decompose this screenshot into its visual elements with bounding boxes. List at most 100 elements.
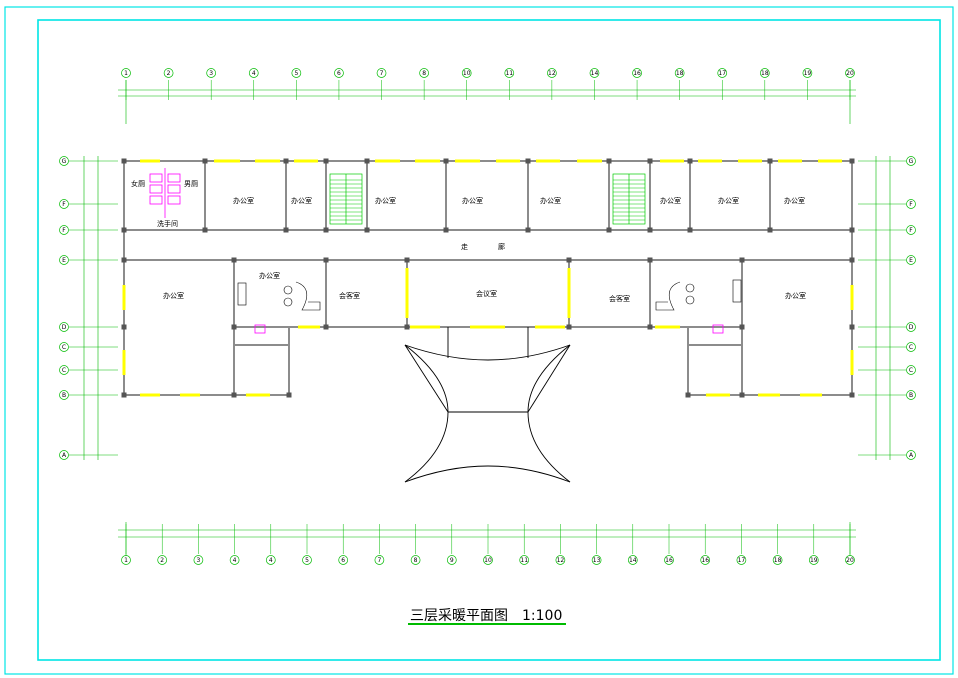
restroom-fixtures bbox=[149, 168, 724, 334]
column bbox=[121, 227, 127, 233]
column bbox=[231, 324, 237, 330]
axis-bubble: 6 bbox=[338, 555, 349, 565]
office-furniture bbox=[237, 279, 742, 311]
svg-text:3: 3 bbox=[196, 557, 200, 564]
room-label-office-10: 办公室 bbox=[259, 271, 280, 280]
svg-text:E: E bbox=[62, 257, 66, 264]
stair-left bbox=[329, 173, 363, 225]
stair-right bbox=[612, 173, 646, 225]
column bbox=[283, 227, 289, 233]
room-label-wash: 洗手间 bbox=[157, 219, 178, 228]
room-label-meeting: 会议室 bbox=[476, 289, 497, 298]
column bbox=[739, 392, 745, 398]
svg-text:G: G bbox=[909, 158, 914, 165]
column bbox=[849, 227, 855, 233]
axis-bubble: 3 bbox=[206, 68, 217, 78]
svg-text:C: C bbox=[62, 367, 66, 374]
axis-bubble: 11 bbox=[504, 68, 515, 78]
room-label-office-11: 办公室 bbox=[785, 291, 806, 300]
column bbox=[606, 227, 612, 233]
room-label-office-5: 办公室 bbox=[540, 196, 561, 205]
axis-bubble: D bbox=[59, 322, 69, 332]
drawing-scale: 1:100 bbox=[522, 608, 562, 624]
column bbox=[525, 227, 531, 233]
column bbox=[364, 158, 370, 164]
axis-bubble: E bbox=[906, 255, 916, 265]
column bbox=[323, 324, 329, 330]
column bbox=[231, 257, 237, 263]
svg-text:17: 17 bbox=[718, 70, 726, 77]
column bbox=[323, 227, 329, 233]
svg-text:D: D bbox=[62, 324, 67, 331]
svg-text:6: 6 bbox=[341, 557, 345, 564]
svg-text:18: 18 bbox=[761, 70, 769, 77]
axis-bubble: 4 bbox=[248, 68, 259, 78]
axis-bubble: 3 bbox=[193, 555, 204, 565]
column bbox=[767, 158, 773, 164]
svg-text:17: 17 bbox=[738, 557, 746, 564]
axis-bubble: A bbox=[59, 450, 69, 460]
axis-bubble: F bbox=[59, 199, 69, 209]
svg-text:7: 7 bbox=[377, 557, 381, 564]
axis-bubble: G bbox=[59, 156, 69, 166]
axis-bubble: 4 bbox=[265, 555, 276, 565]
room-label-office-3: 办公室 bbox=[375, 196, 396, 205]
svg-text:20: 20 bbox=[846, 557, 854, 564]
svg-text:C: C bbox=[909, 367, 913, 374]
axis-bubble: 6 bbox=[334, 68, 344, 78]
top-dimension-chain bbox=[118, 80, 856, 124]
stair-right-steps bbox=[613, 179, 645, 221]
svg-text:A: A bbox=[62, 452, 67, 459]
column bbox=[739, 257, 745, 263]
room-label-women-wc: 女厕 bbox=[131, 179, 145, 188]
axis-bubble: 8 bbox=[410, 555, 421, 565]
axis-bubble: 5 bbox=[291, 68, 302, 78]
column bbox=[323, 158, 329, 164]
drawing-frame-inner bbox=[37, 19, 941, 661]
axis-bubble: 19 bbox=[802, 68, 813, 78]
drawing-frame-outer bbox=[4, 6, 954, 675]
axis-bubble: 14 bbox=[589, 68, 600, 78]
column bbox=[767, 227, 773, 233]
room-label-office-7: 办公室 bbox=[718, 196, 739, 205]
corridor-label-right: 廊 bbox=[498, 242, 505, 251]
axis-bubble: 18 bbox=[759, 68, 770, 78]
axis-bubble: 1 bbox=[121, 555, 131, 565]
side-dimension-lines bbox=[83, 156, 891, 460]
column bbox=[849, 257, 855, 263]
room-label-office-2: 办公室 bbox=[291, 196, 312, 205]
column bbox=[323, 257, 329, 263]
axis-bubble: 2 bbox=[157, 555, 168, 565]
axis-bubble: 7 bbox=[376, 68, 387, 78]
column bbox=[231, 392, 237, 398]
svg-text:B: B bbox=[909, 392, 913, 399]
room-label-office-9: 办公室 bbox=[163, 291, 184, 300]
column bbox=[849, 392, 855, 398]
axis-bubble: 20 bbox=[845, 68, 855, 78]
axis-bubble: 12 bbox=[547, 68, 557, 78]
column bbox=[647, 158, 653, 164]
axis-bubble: 11 bbox=[519, 555, 530, 565]
svg-text:F: F bbox=[62, 201, 66, 208]
svg-text:8: 8 bbox=[414, 557, 418, 564]
svg-text:F: F bbox=[909, 201, 913, 208]
axis-bubble: 9 bbox=[446, 555, 457, 565]
axis-bubble: C bbox=[906, 365, 916, 375]
axis-bubble: B bbox=[906, 390, 916, 400]
axis-bubble: G bbox=[906, 156, 916, 166]
column bbox=[286, 392, 292, 398]
svg-text:8: 8 bbox=[422, 70, 426, 77]
column bbox=[121, 257, 127, 263]
svg-text:11: 11 bbox=[520, 557, 528, 564]
column bbox=[849, 158, 855, 164]
bottom-dimension-chain bbox=[118, 522, 856, 556]
axis-bubble: 16 bbox=[632, 68, 642, 78]
structural-columns bbox=[121, 158, 855, 398]
axis-bubble: C bbox=[906, 342, 916, 352]
column bbox=[647, 257, 653, 263]
svg-text:12: 12 bbox=[557, 557, 565, 564]
axis-bubble: B bbox=[59, 390, 69, 400]
column bbox=[121, 392, 127, 398]
axis-bubble: F bbox=[906, 199, 916, 209]
